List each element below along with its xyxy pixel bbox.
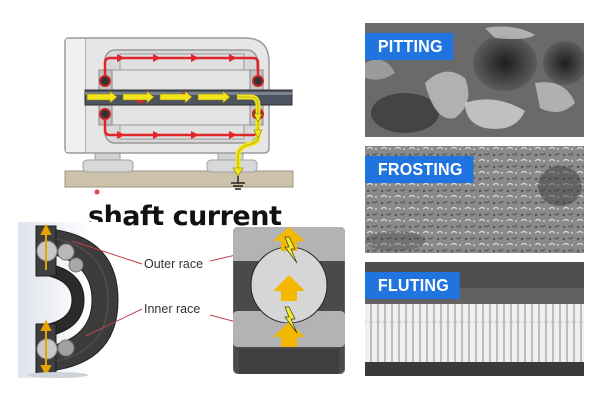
frosting-panel: FROSTING xyxy=(365,146,584,253)
ground-symbol-icon xyxy=(231,176,245,190)
frosting-tag: FROSTING xyxy=(365,156,474,183)
leader-lines xyxy=(71,240,240,337)
bearing-cutaway-illustration xyxy=(18,222,122,378)
fluting-tag: FLUTING xyxy=(365,272,460,299)
bearing-cross-section xyxy=(232,226,346,375)
motor-shaft-current-diagram xyxy=(55,30,305,200)
pitting-panel: PITTING xyxy=(365,23,584,137)
fluting-texture xyxy=(365,262,584,376)
pitting-tag: PITTING xyxy=(365,33,454,60)
inner-race-label: Inner race xyxy=(144,302,201,316)
fluting-panel: FLUTING xyxy=(365,262,584,376)
motor-illustration xyxy=(64,37,294,195)
outer-race-label: Outer race xyxy=(144,257,204,271)
